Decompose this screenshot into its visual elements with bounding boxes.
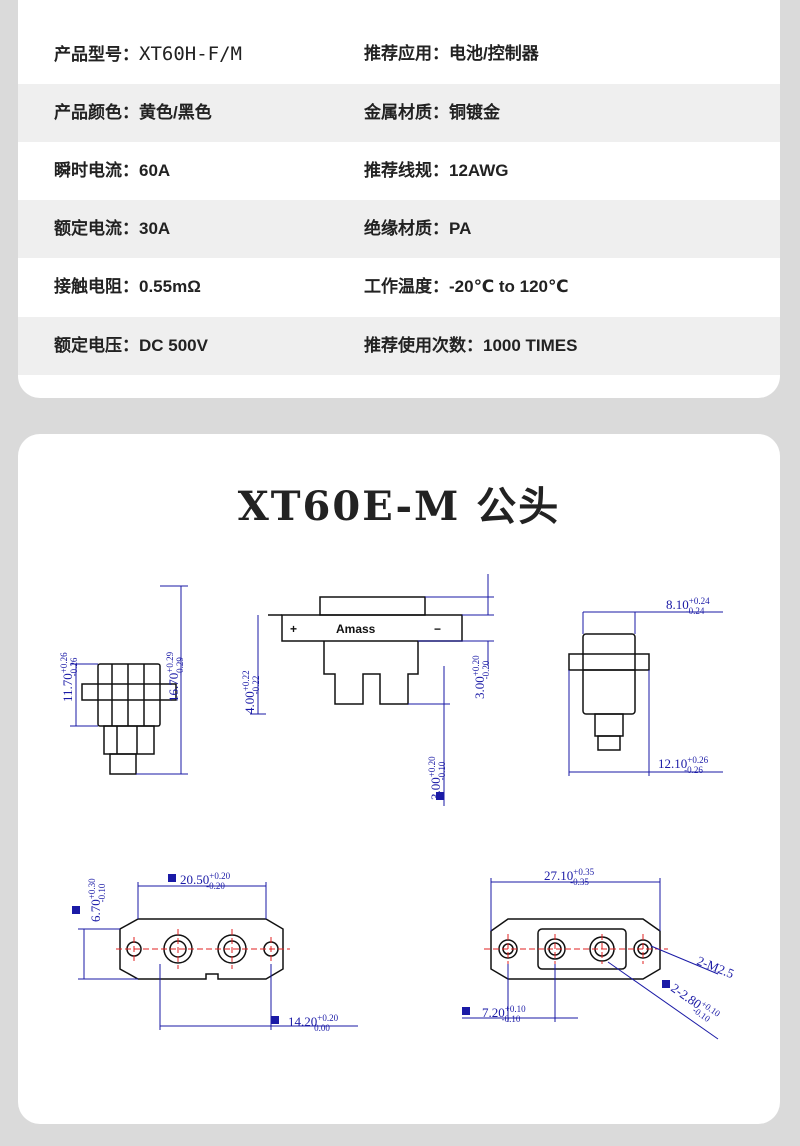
dim-20-50: 20.50+0.20-0.20 (180, 871, 231, 891)
spec-label: 绝缘材质： (364, 219, 449, 238)
minus-mark: − (434, 622, 441, 636)
spec-left: 接触电阻：0.55mΩ (54, 258, 201, 316)
spec-label: 额定电流： (54, 219, 139, 238)
side-view-2 (568, 633, 650, 751)
spec-card: 产品型号：XT60H-F/M 推荐应用：电池/控制器 产品颜色：黄色/黑色 金属… (18, 0, 780, 398)
spec-row: 产品颜色：黄色/黑色 金属材质：铜镀金 (18, 84, 780, 142)
spec-right: 工作温度：-20℃ to 120℃ (364, 258, 569, 316)
dim-3-00-top: 3.00+0.20-0.20 (471, 655, 491, 699)
spec-left: 产品颜色：黄色/黑色 (54, 84, 212, 142)
spec-label: 接触电阻： (54, 277, 139, 296)
dim-27-10: 27.10+0.35-0.35 (544, 867, 595, 887)
drawing-title: XT60E-M 公头 (237, 483, 561, 530)
spec-value: 铜镀金 (449, 103, 500, 122)
spec-label: 产品型号： (54, 45, 139, 64)
spec-row: 瞬时电流：60A 推荐线规：12AWG (18, 142, 780, 200)
plus-mark: + (290, 622, 297, 636)
spec-value: 电池/控制器 (449, 44, 539, 63)
spec-value: 1000 TIMES (483, 336, 578, 355)
dim-7-20: 7.20+0.10-0.10 (482, 1004, 526, 1024)
spec-label: 推荐线规： (364, 161, 449, 180)
spec-value: DC 500V (139, 336, 208, 355)
dim-6-70: 6.70+0.30-0.10 (87, 878, 107, 922)
front-view (268, 596, 463, 705)
spec-label: 额定电压： (54, 336, 139, 355)
dim-2-2-80: 2-2.80+0.10-0.10 (666, 979, 722, 1027)
spec-right: 推荐使用次数：1000 TIMES (364, 317, 578, 375)
dimension-lines (70, 574, 723, 1040)
spec-left: 产品型号：XT60H-F/M (54, 25, 242, 83)
brand-label: Amass (336, 622, 376, 636)
spec-label: 瞬时电流： (54, 161, 139, 180)
dim-2-m2-5: 2-M2.5 (695, 953, 736, 981)
spec-value: 黄色/黑色 (139, 103, 212, 122)
dim-4-00: 4.00+0.22-0.22 (241, 670, 261, 714)
dim-12-10: 12.10+0.26-0.26 (658, 755, 709, 775)
spec-label: 推荐使用次数： (364, 336, 483, 355)
spec-right: 金属材质：铜镀金 (364, 84, 500, 142)
drawing-card: XT60E-M 公头 (18, 434, 780, 1124)
spec-left: 瞬时电流：60A (54, 142, 170, 200)
spec-right: 推荐应用：电池/控制器 (364, 25, 539, 83)
spec-value: 30A (139, 219, 171, 238)
dimension-markers (72, 792, 670, 1024)
spec-row: 额定电流：30A 绝缘材质：PA (18, 200, 780, 258)
side-view-1 (81, 663, 177, 775)
dim-16-70: 16.70+0.29-0.29 (165, 651, 185, 702)
spec-value: PA (449, 219, 472, 238)
spec-label: 工作温度： (364, 277, 449, 296)
technical-drawing: Amass + − (59, 574, 736, 1040)
dim-8-10: 8.10+0.24-0.24 (666, 596, 710, 616)
spec-row: 产品型号：XT60H-F/M 推荐应用：电池/控制器 (18, 25, 780, 83)
spec-label: 产品颜色： (54, 103, 139, 122)
spec-value: 12AWG (449, 161, 509, 180)
spec-right: 绝缘材质：PA (364, 200, 471, 258)
spec-left: 额定电流：30A (54, 200, 170, 258)
spec-row: 额定电压：DC 500V 推荐使用次数：1000 TIMES (18, 317, 780, 375)
dim-11-70: 11.70+0.26-0.26 (59, 652, 79, 702)
spec-label: 金属材质： (364, 103, 449, 122)
spec-value: -20℃ to 120℃ (449, 277, 569, 296)
centerlines (116, 929, 668, 969)
spec-label: 推荐应用： (364, 44, 449, 63)
spec-left: 额定电压：DC 500V (54, 317, 208, 375)
spec-value: XT60H-F/M (139, 43, 242, 65)
spec-row: 接触电阻：0.55mΩ 工作温度：-20℃ to 120℃ (18, 258, 780, 316)
spec-value: 0.55mΩ (139, 277, 201, 296)
spec-value: 60A (139, 161, 171, 180)
spec-right: 推荐线规：12AWG (364, 142, 509, 200)
